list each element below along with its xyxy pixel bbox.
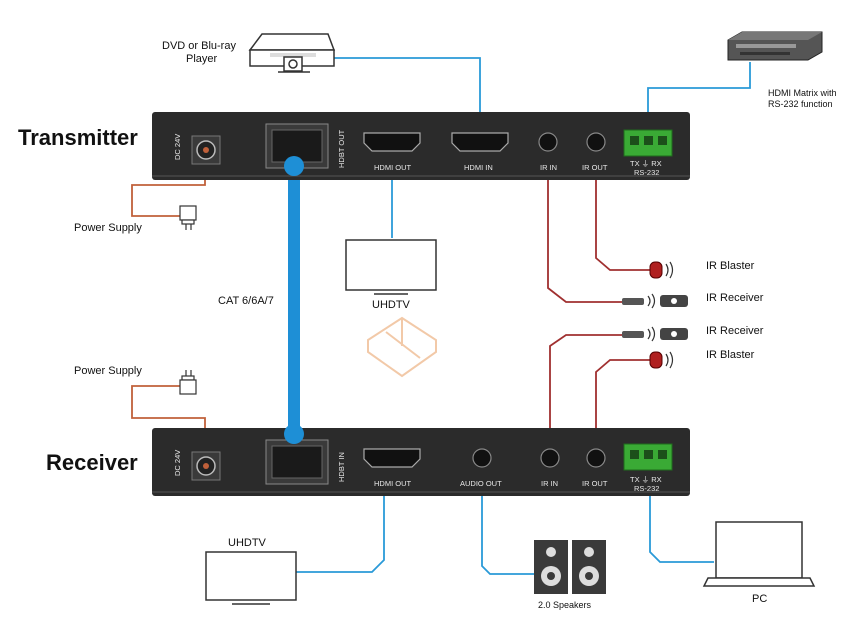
hdmi-out-label-rx: HDMI OUT xyxy=(374,479,411,488)
catx-plug-rx xyxy=(284,424,304,444)
ir-in-port-rx xyxy=(540,448,560,468)
uhdtv-label-tx: UHDTV xyxy=(372,299,411,311)
ir-receiver-icon-tx xyxy=(622,293,688,309)
matrix-label-line1: HDMI Matrix with xyxy=(768,88,837,98)
dvd-label-line1: DVD or Blu-ray xyxy=(162,40,236,52)
ir-out-label-tx: IR OUT xyxy=(582,163,608,172)
rs232-cable-matrix xyxy=(647,62,751,132)
dc-jack-rx xyxy=(191,451,221,481)
receiver-panel: DC 24V HDBT IN HDMI OUT AUDIO OUT IR IN … xyxy=(152,428,690,496)
hdmi-in-port-tx xyxy=(451,132,509,152)
rs232-top-label-tx: TX ⏚ RX xyxy=(630,159,662,168)
rs232-terminal-tx xyxy=(623,129,673,157)
ir-receiver-label-rx: IR Receiver xyxy=(706,325,764,337)
power-supply-label-rx: Power Supply xyxy=(74,365,142,377)
pc-laptop-icon xyxy=(702,521,816,587)
cable-label: CAT 6/6A/7 xyxy=(218,295,274,307)
hdbt-label-tx: HDBT OUT xyxy=(337,129,346,168)
rs232-top-label-rx: TX ⏚ RX xyxy=(630,475,662,484)
hdmi-cable-dvd xyxy=(332,57,481,132)
hdmi-matrix-icon xyxy=(727,31,823,61)
audio-out-label-rx: AUDIO OUT xyxy=(460,479,502,488)
ir-out-label-rx: IR OUT xyxy=(582,479,608,488)
power-supply-label-tx: Power Supply xyxy=(74,222,142,234)
ir-out-port-tx xyxy=(586,132,606,152)
audio-out-port-rx xyxy=(472,448,492,468)
uhdtv-label-rx: UHDTV xyxy=(228,537,267,549)
dc-label-rx: DC 24V xyxy=(173,450,182,476)
ir-in-label-rx: IR IN xyxy=(541,479,558,488)
ir-cable-tx-receiver xyxy=(547,152,622,303)
ir-cable-rx-blaster xyxy=(595,359,650,452)
dc-label-tx: DC 24V xyxy=(173,134,182,160)
brand-watermark xyxy=(367,316,437,378)
rs232-bottom-label-rx: RS-232 xyxy=(634,484,659,493)
uhdtv-icon-rx xyxy=(205,551,297,605)
ir-blaster-label-tx: IR Blaster xyxy=(706,260,755,272)
ir-blaster-icon-rx xyxy=(649,351,674,369)
dc-jack-tx xyxy=(191,135,221,165)
catx-plug-tx xyxy=(284,156,304,176)
speakers-icon xyxy=(534,540,606,594)
receiver-title: Receiver xyxy=(46,450,138,475)
transmitter-title: Transmitter xyxy=(18,125,138,150)
rs232-terminal-rx xyxy=(623,443,673,471)
ir-cable-rx-receiver xyxy=(549,334,622,452)
hdmi-out-port-rx xyxy=(363,448,421,468)
dvd-player-icon xyxy=(248,33,336,73)
ir-receiver-label-tx: IR Receiver xyxy=(706,292,764,304)
ir-cable-tx-blaster xyxy=(595,152,650,271)
hdmi-cable-rx-tv xyxy=(296,470,385,573)
power-supply-icon-rx xyxy=(179,370,197,395)
ir-blaster-icon-tx xyxy=(649,261,674,279)
uhdtv-icon-tx xyxy=(345,239,437,295)
ir-out-port-rx xyxy=(586,448,606,468)
hdmi-out-port-tx xyxy=(363,132,421,152)
rs232-cable-pc xyxy=(649,470,714,563)
ir-receiver-icon-rx xyxy=(622,326,688,342)
hdmi-in-label-tx: HDMI IN xyxy=(464,163,493,172)
dvd-label-line2: Player xyxy=(186,53,218,65)
rs232-bottom-label-tx: RS-232 xyxy=(634,168,659,177)
ir-in-label-tx: IR IN xyxy=(540,163,557,172)
transmitter-panel: DC 24V HDBT OUT HDMI OUT HDMI IN IR IN I… xyxy=(152,112,690,180)
ir-blaster-label-rx: IR Blaster xyxy=(706,349,755,361)
hdbt-label-rx: HDBT IN xyxy=(337,452,346,482)
hdmi-out-label-tx: HDMI OUT xyxy=(374,163,411,172)
power-supply-icon-tx xyxy=(179,205,197,230)
matrix-label-line2: RS-232 function xyxy=(768,99,833,109)
pc-label: PC xyxy=(752,593,767,605)
cables xyxy=(131,57,751,575)
speakers-label: 2.0 Speakers xyxy=(538,600,592,610)
ir-in-port-tx xyxy=(538,132,558,152)
rj45-port-rx xyxy=(265,439,329,485)
audio-cable xyxy=(481,470,534,575)
